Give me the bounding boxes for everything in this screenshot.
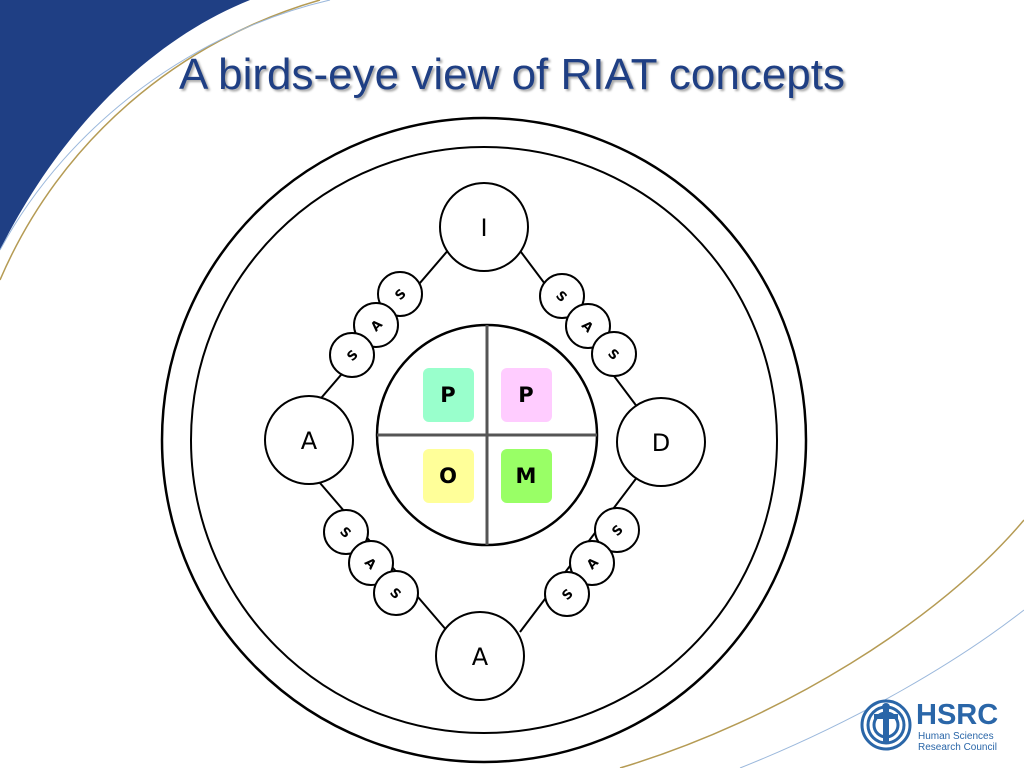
hsrc-emblem-icon	[860, 699, 912, 751]
node-right: D	[616, 397, 706, 487]
node-right-circle	[616, 397, 706, 487]
quadrant-top-left: P	[423, 368, 474, 422]
quadrant-bottom-left-label: O	[439, 464, 457, 488]
chain-top-left: S A S	[329, 271, 423, 378]
node-bottom-circle	[435, 611, 525, 701]
quadrant-bottom-right-label: M	[516, 464, 537, 488]
node-right-label: D	[652, 429, 670, 457]
logo-abbreviation: HSRC	[916, 699, 999, 731]
quadrant-bottom-right: M	[501, 449, 552, 503]
slide-title: A birds-eye view of RIAT concepts	[179, 50, 845, 99]
light-curve-top	[0, 0, 331, 251]
chain-circle	[569, 540, 615, 586]
chain-circle	[539, 273, 585, 319]
chain-circle	[323, 509, 369, 555]
quadrant-top-right-label: P	[518, 383, 533, 407]
light-curve-bottom	[739, 609, 1024, 768]
gold-curve-bottom	[619, 519, 1024, 768]
chain-circle	[353, 302, 399, 348]
chain-circle	[329, 332, 375, 378]
quadrant-bottom-right-box	[501, 449, 552, 503]
corner-band	[0, 0, 250, 250]
chain-circle	[373, 570, 419, 616]
quadrant-top-right: P	[501, 368, 552, 422]
chain-circle	[377, 271, 423, 317]
quadrant-top-left-box	[423, 368, 474, 422]
node-left: A	[264, 395, 354, 485]
node-top-label: I	[480, 214, 487, 242]
quadrant-bottom-left-box	[423, 449, 474, 503]
node-top-circle	[439, 182, 529, 272]
quadrant-bottom-left: O	[423, 449, 474, 503]
chain-bottom-left: S A S	[323, 509, 419, 616]
node-left-circle	[264, 395, 354, 485]
hsrc-logo: HSRC Human Sciences Research Council	[860, 698, 1010, 754]
chain-circle	[348, 540, 394, 586]
gold-curve-top	[0, 0, 321, 281]
chain-top-right: S A S	[539, 273, 637, 377]
chain-circle	[594, 507, 640, 553]
chain-circle	[591, 331, 637, 377]
node-left-label: A	[301, 427, 318, 455]
node-bottom: A	[435, 611, 525, 701]
chain-bottom-right: S A S	[544, 507, 640, 617]
chain-circle	[544, 571, 590, 617]
logo-name-line2: Research Council	[918, 742, 997, 753]
logo-name-line1: Human Sciences	[918, 731, 994, 742]
quadrant-top-right-box	[501, 368, 552, 422]
node-top: I	[439, 182, 529, 272]
quadrant-top-left-label: P	[440, 383, 455, 407]
node-bottom-label: A	[472, 643, 489, 671]
logo-full-name: Human Sciences Research Council	[918, 731, 998, 753]
